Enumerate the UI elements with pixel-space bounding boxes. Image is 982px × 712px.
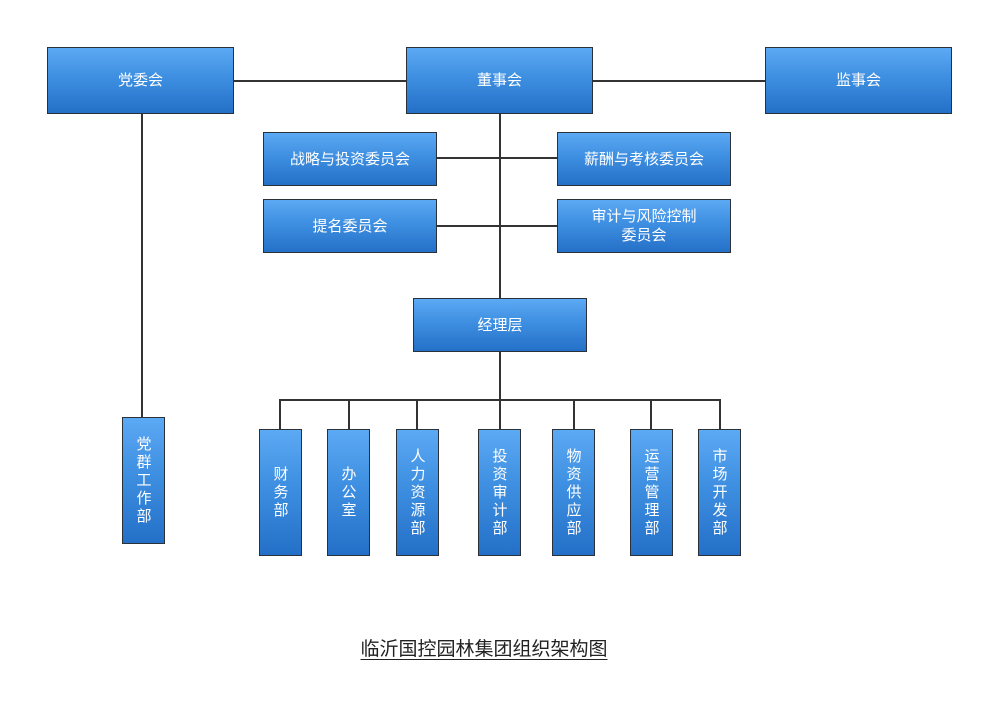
strategy-committee-label: 战略与投资委员会 xyxy=(289,149,410,168)
compensation-committee-box[interactable]: 薪酬与考核委员会 xyxy=(557,132,731,186)
dept-label: 运营管理部 xyxy=(642,447,661,538)
dept-label: 投资审计部 xyxy=(490,447,509,538)
nomination-committee-label: 提名委员会 xyxy=(312,216,388,235)
board-box[interactable]: 董事会 xyxy=(406,47,593,114)
connector-committee-row2 xyxy=(435,225,559,227)
connector-dept-drop xyxy=(348,399,350,431)
dept-box-finance[interactable]: 财务部 xyxy=(259,429,302,556)
audit-committee-box[interactable]: 审计与风险控制 委员会 xyxy=(557,199,731,253)
management-label: 经理层 xyxy=(477,315,523,334)
dept-box-operations[interactable]: 运营管理部 xyxy=(630,429,673,556)
dept-box-market[interactable]: 市场开发部 xyxy=(698,429,741,556)
audit-committee-label-line1: 审计与风险控制 xyxy=(591,207,697,225)
connector-management-trunk xyxy=(499,350,501,400)
connector-dept-drop xyxy=(719,399,721,431)
dept-box-supply[interactable]: 物资供应部 xyxy=(552,429,595,556)
supervisors-box[interactable]: 监事会 xyxy=(765,47,952,114)
dept-box-hr[interactable]: 人力资源部 xyxy=(396,429,439,556)
connector-committee-row1 xyxy=(435,157,559,159)
audit-committee-label-line2: 委员会 xyxy=(621,226,667,244)
nomination-committee-box[interactable]: 提名委员会 xyxy=(263,199,437,253)
dept-label: 物资供应部 xyxy=(564,447,583,538)
party-committee-label: 党委会 xyxy=(117,71,163,89)
dept-label: 办公室 xyxy=(339,465,358,520)
connector-dept-drop xyxy=(499,399,501,431)
compensation-committee-label: 薪酬与考核委员会 xyxy=(583,149,704,168)
board-label: 董事会 xyxy=(476,71,522,89)
strategy-committee-box[interactable]: 战略与投资委员会 xyxy=(263,132,437,186)
party-work-dept-label: 党群工作部 xyxy=(134,435,153,526)
dept-label: 财务部 xyxy=(271,465,290,520)
party-committee-box[interactable]: 党委会 xyxy=(47,47,234,114)
dept-box-office[interactable]: 办公室 xyxy=(327,429,370,556)
connector-dept-drop xyxy=(279,399,281,431)
connector-dept-drop xyxy=(416,399,418,431)
connector-party-vertical xyxy=(141,112,143,419)
dept-label: 人力资源部 xyxy=(408,447,427,538)
chart-caption: 临沂国控园林集团组织架构图 xyxy=(360,638,608,660)
management-box[interactable]: 经理层 xyxy=(413,298,587,352)
connector-dept-drop xyxy=(573,399,575,431)
supervisors-label: 监事会 xyxy=(835,71,881,89)
party-work-dept-box[interactable]: 党群工作部 xyxy=(122,417,165,544)
connector-party-board xyxy=(232,80,408,82)
dept-box-investment-audit[interactable]: 投资审计部 xyxy=(478,429,521,556)
connector-board-supervisors xyxy=(591,80,767,82)
connector-board-trunk xyxy=(499,112,501,300)
connector-dept-drop xyxy=(650,399,652,431)
dept-label: 市场开发部 xyxy=(710,447,729,538)
